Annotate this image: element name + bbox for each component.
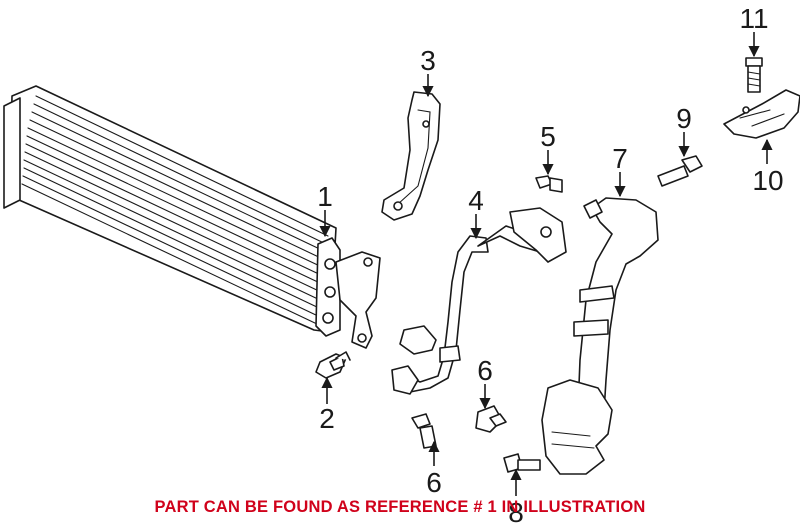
callout-5: 5 <box>540 121 556 152</box>
callout-11: 11 <box>739 3 768 34</box>
callout-2: 2 <box>319 403 335 434</box>
callout-10: 10 <box>752 165 783 196</box>
bracket-part-10[interactable] <box>723 89 800 139</box>
callout-3: 3 <box>420 45 436 76</box>
callout-8: 8 <box>508 497 524 528</box>
callout-labels: 1 2 3 4 5 6 6 7 8 9 10 11 <box>317 3 783 528</box>
bolt-part-6-right[interactable] <box>475 405 507 433</box>
callout-6-left: 6 <box>426 467 442 498</box>
callout-6-right: 6 <box>477 355 493 386</box>
pipe-assembly-part-4[interactable] <box>391 207 567 395</box>
hose-assembly-part-7[interactable] <box>541 197 659 475</box>
callout-1: 1 <box>317 181 333 212</box>
callout-leaders <box>319 32 773 496</box>
callout-4: 4 <box>468 185 484 216</box>
bolt-part-11[interactable] <box>745 57 763 93</box>
reference-note: PART CAN BE FOUND AS REFERENCE # 1 IN IL… <box>154 498 646 516</box>
bracket-part-3[interactable] <box>381 91 441 221</box>
bolt-part-5[interactable] <box>535 175 563 193</box>
callout-7: 7 <box>612 143 628 174</box>
callout-9: 9 <box>676 103 692 134</box>
bolt-part-6-left[interactable] <box>411 413 437 449</box>
bolt-part-8[interactable] <box>503 453 541 473</box>
bolt-part-2[interactable] <box>315 351 351 379</box>
bolt-part-9[interactable] <box>657 155 703 187</box>
oil-cooler-part-1[interactable] <box>3 85 381 349</box>
